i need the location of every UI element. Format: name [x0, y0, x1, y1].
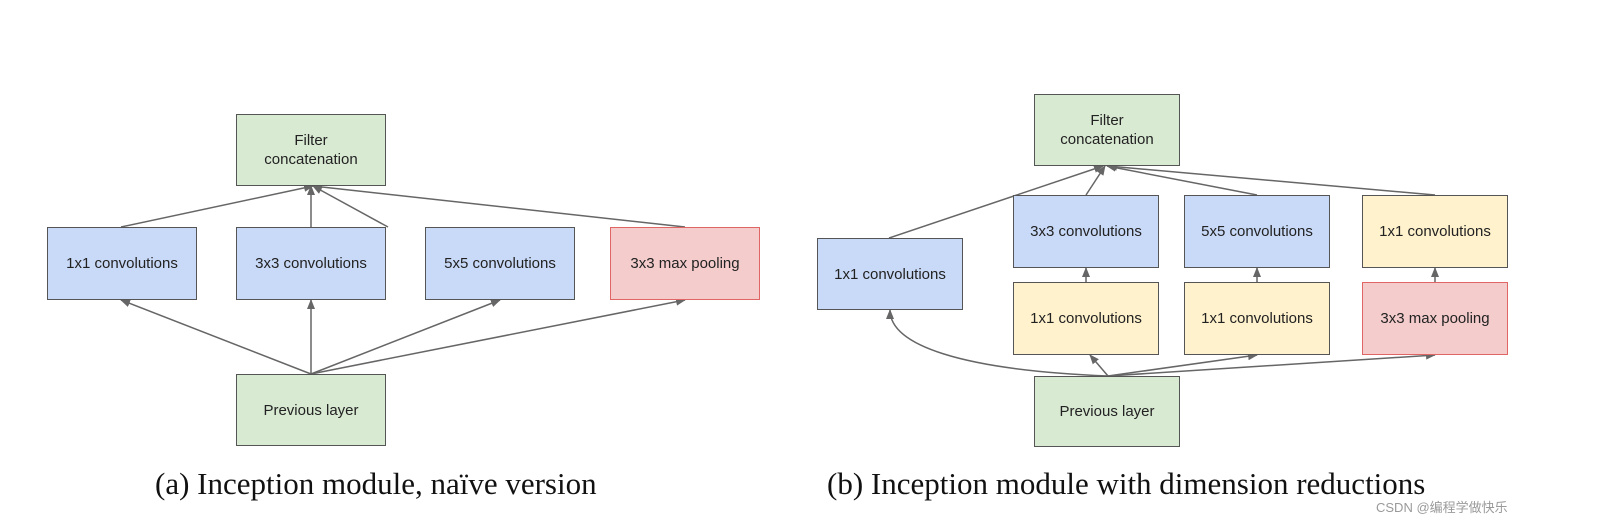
node-b-filter-concatenation: Filter concatenation	[1034, 94, 1180, 166]
edge-a-prev-to-conv1	[120, 299, 312, 375]
diagram-a-edges	[120, 183, 686, 375]
node-a-previous-layer: Previous layer	[236, 374, 386, 446]
node-b-1x1-convolutions-direct: 1x1 convolutions	[817, 238, 963, 310]
node-b-3x3-convolutions: 3x3 convolutions	[1013, 195, 1159, 268]
diagram-b-edges	[886, 162, 1439, 377]
edge-b-prev-to-pool	[1107, 351, 1436, 377]
node-a-1x1-convolutions: 1x1 convolutions	[47, 227, 197, 300]
node-a-3x3-max-pooling: 3x3 max pooling	[610, 227, 760, 300]
edge-b-conv5-to-concat	[1106, 163, 1258, 196]
watermark: CSDN @编程学做快乐	[1376, 500, 1508, 515]
node-b-1x1-convolutions-after-pool: 1x1 convolutions	[1362, 195, 1508, 268]
edge-b-pool-conv1-to-concat	[1107, 162, 1436, 196]
edge-a-conv1-to-concat	[120, 183, 314, 228]
edge-a-conv5-to-concat	[312, 185, 389, 228]
edge-a-prev-to-pool	[310, 297, 686, 375]
edge-a-prev-to-conv5	[310, 299, 501, 375]
node-b-1x1-reduction-before-3x3: 1x1 convolutions	[1013, 282, 1159, 355]
edge-b-prev-to-conv1	[886, 309, 1109, 377]
node-a-3x3-convolutions: 3x3 convolutions	[236, 227, 386, 300]
caption-a: (a) Inception module, naïve version	[155, 466, 597, 501]
edge-a-pool-to-concat	[312, 183, 686, 228]
edge-b-conv1-to-concat	[888, 165, 1104, 239]
edge-b-prev-to-reduce3	[1089, 354, 1109, 377]
node-a-5x5-convolutions: 5x5 convolutions	[425, 227, 575, 300]
node-b-5x5-convolutions: 5x5 convolutions	[1184, 195, 1330, 268]
node-b-1x1-reduction-before-5x5: 1x1 convolutions	[1184, 282, 1330, 355]
caption-b: (b) Inception module with dimension redu…	[827, 466, 1426, 501]
node-a-filter-concatenation: Filter concatenation	[236, 114, 386, 186]
edge-b-conv3-to-concat	[1085, 165, 1106, 196]
edge-b-prev-to-reduce5	[1107, 352, 1258, 377]
node-b-previous-layer: Previous layer	[1034, 376, 1180, 447]
node-b-3x3-max-pooling: 3x3 max pooling	[1362, 282, 1508, 355]
